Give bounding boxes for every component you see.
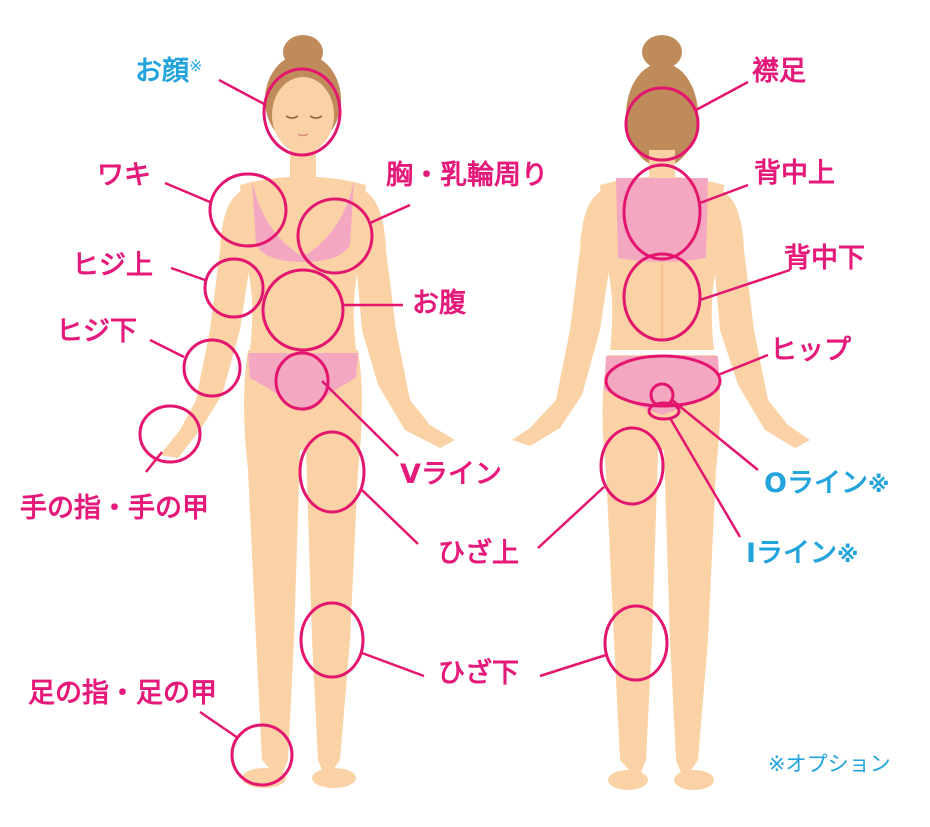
- i-line-label: Iライン※: [746, 540, 858, 567]
- face-zone-circle: [262, 67, 342, 157]
- face-leader: [218, 78, 267, 107]
- fingers-zone-circle: [138, 404, 202, 464]
- back-above-knee-zone-circle: [599, 426, 665, 506]
- above-knee-leader-back: [537, 486, 605, 549]
- nape-label: 襟足: [752, 56, 806, 87]
- elbow-upper-leader: [170, 266, 206, 282]
- elbow-lower-label: ヒジ下: [56, 316, 137, 347]
- upper-back-zone-circle: [622, 163, 702, 261]
- back-hair: [626, 63, 698, 167]
- back-hair-bun: [642, 35, 682, 69]
- i-line-zone-circle: [647, 401, 681, 421]
- front-legs: [244, 350, 362, 780]
- back-left-foot: [608, 770, 648, 790]
- nape-leader: [695, 80, 749, 112]
- lower-back-leader: [699, 268, 791, 302]
- upper-back-leader: [699, 183, 749, 205]
- o-line-zone-circle: [649, 382, 675, 408]
- o-line-option-mark: ※: [867, 473, 890, 498]
- front-figure: [160, 35, 455, 788]
- front-right-foot: [312, 768, 356, 788]
- above-knee-label: ひざ上: [438, 538, 519, 569]
- i-line-label-text: Iライン: [746, 538, 838, 569]
- elbow-lower-zone-circle: [182, 338, 242, 398]
- hip-label: ヒップ: [770, 335, 851, 366]
- v-line-leader: [321, 380, 399, 457]
- front-right-arm: [355, 190, 455, 448]
- front-bra: [252, 180, 354, 262]
- zone-circles: [138, 67, 722, 787]
- upper-back-label: 背中上: [754, 158, 835, 189]
- nape-zone-circle: [624, 86, 700, 162]
- toes-zone-circle: [230, 723, 294, 787]
- belly-label: お腹: [412, 288, 466, 319]
- elbow-upper-zone-circle: [203, 257, 265, 319]
- toes-label: 足の指・足の甲: [28, 678, 217, 709]
- lower-back-label: 背中下: [784, 243, 865, 274]
- front-torso: [240, 176, 366, 350]
- elbow-upper-label: ヒジ上: [72, 250, 153, 281]
- fingers-leader: [145, 451, 163, 473]
- back-right-foot: [674, 770, 714, 790]
- front-panties: [248, 353, 358, 412]
- fingers-label: 手の指・手の甲: [20, 493, 209, 524]
- above-knee-zone-circle: [298, 430, 366, 514]
- o-line-leader: [671, 399, 759, 471]
- v-line-label: Vライン: [400, 459, 502, 490]
- front-neck: [290, 140, 316, 178]
- back-left-arm: [512, 190, 612, 446]
- back-legs: [602, 355, 720, 780]
- back-figure: [512, 35, 810, 790]
- option-note: ※オプション: [768, 752, 891, 776]
- front-eyes: [285, 115, 323, 119]
- elbow-lower-leader: [149, 338, 185, 359]
- below-knee-zone-circle: [299, 601, 365, 679]
- chest-label: 胸・乳輪周り: [386, 160, 548, 191]
- front-left-arm: [160, 190, 252, 458]
- front-face: [272, 77, 334, 153]
- face-label-text: お顔: [135, 56, 189, 87]
- lower-back-zone-circle: [622, 252, 702, 342]
- back-bra: [616, 178, 708, 262]
- v-line-zone-circle: [274, 351, 330, 411]
- o-line-label-text: Oライン: [764, 468, 868, 499]
- above-knee-leader-front: [361, 489, 419, 545]
- below-knee-label: ひざ下: [438, 658, 519, 689]
- chest-zone-circle: [296, 197, 374, 275]
- below-knee-leader-back: [539, 653, 607, 678]
- below-knee-leader-front: [361, 651, 425, 678]
- face-label: お顔※: [135, 56, 203, 87]
- belly-zone-circle: [261, 268, 345, 352]
- back-below-knee-zone-circle: [603, 604, 669, 682]
- i-line-option-mark: ※: [837, 543, 859, 568]
- front-mouth: [297, 133, 309, 137]
- leader-lines: [145, 78, 791, 740]
- back-right-arm: [713, 190, 810, 448]
- toes-leader: [199, 710, 239, 740]
- face-option-mark: ※: [189, 56, 203, 75]
- o-line-label: Oライン※: [764, 470, 889, 497]
- armpit-zone-circle: [208, 172, 288, 248]
- i-line-leader: [668, 417, 742, 538]
- armpit-label: ワキ: [97, 160, 151, 191]
- chest-leader: [369, 203, 411, 225]
- hip-leader: [717, 353, 769, 377]
- armpit-leader: [164, 181, 211, 204]
